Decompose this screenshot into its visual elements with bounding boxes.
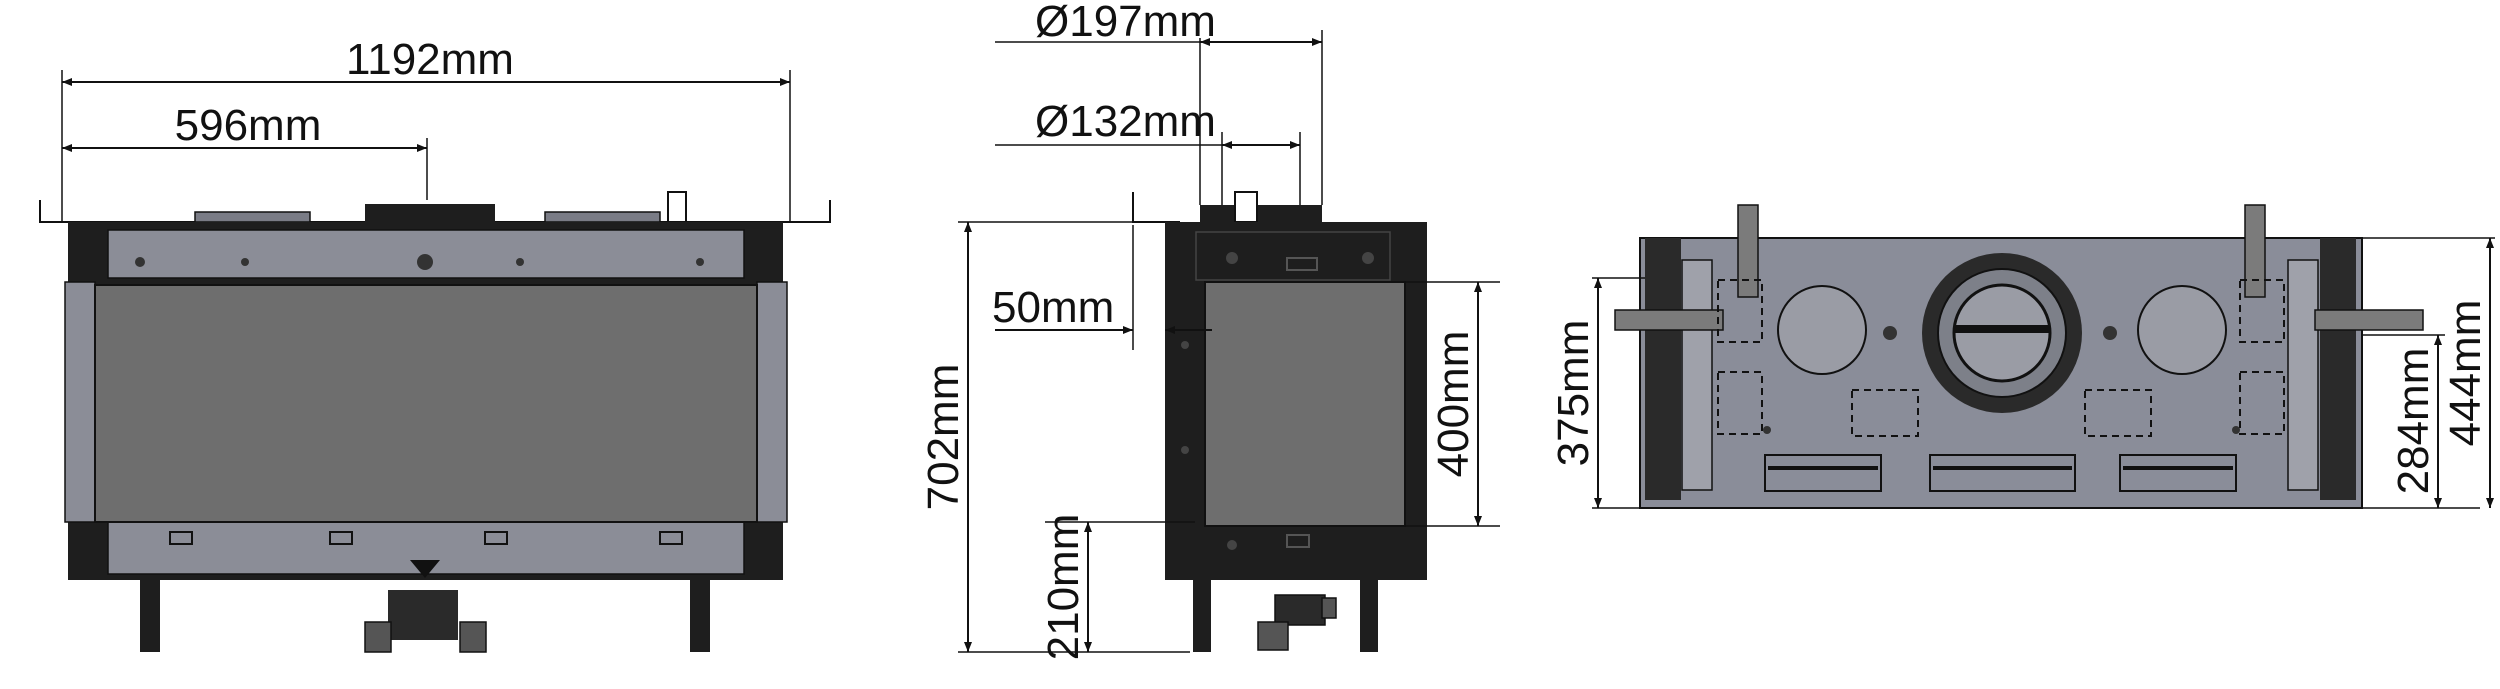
dim-inner-depth: 284mm (2389, 348, 2438, 495)
top-flue-bar (1955, 325, 2049, 333)
front-leg-left (140, 580, 160, 652)
front-leg-right (690, 580, 710, 652)
front-side-right (756, 281, 788, 523)
dim-overall-width: 1192mm (346, 35, 514, 84)
side-fixings (1181, 252, 1374, 550)
side-glass (1204, 281, 1406, 527)
front-lower-indicator (410, 560, 440, 578)
front-top-clip (667, 191, 687, 223)
top-inner-rail-right (2287, 259, 2319, 491)
side-gas-block (1274, 594, 1326, 626)
side-upper-panel (1195, 231, 1391, 281)
top-bracket-right (2314, 309, 2424, 331)
side-flue-collar (1200, 205, 1322, 222)
dim-base-to-glass: 210mm (1039, 514, 1088, 661)
front-top-cover-right (544, 211, 661, 223)
top-inner-rail-left (1681, 259, 1713, 491)
front-flue-collar (365, 204, 495, 222)
dim-centre-distance: 596mm (175, 101, 322, 150)
front-view: 1192mm 596mm (39, 35, 831, 653)
dim-glass-height: 400mm (1429, 331, 1478, 478)
front-lower-slots (169, 531, 683, 545)
top-side-block-left (1645, 238, 1681, 500)
front-gas-valve-left (364, 621, 392, 653)
front-gas-block (388, 590, 458, 640)
side-bracket (1132, 192, 1180, 223)
dim-outer-flue-diameter: Ø197mm (1035, 0, 1216, 46)
top-burner-strips (1764, 454, 2237, 492)
side-gas-valve (1257, 621, 1289, 651)
dim-overall-depth: 444mm (2441, 300, 2490, 447)
dim-overall-height: 702mm (919, 364, 968, 511)
top-side-block-right (2320, 238, 2356, 500)
front-gas-valve-right (459, 621, 487, 653)
top-dashed-boxes (1717, 279, 2285, 437)
side-gas-outlet (1321, 597, 1337, 619)
dim-inner-flue-diameter: Ø132mm (1035, 97, 1216, 146)
top-bracket-left (1614, 309, 1724, 331)
side-top-clip (1234, 191, 1258, 223)
dim-rear-offset: 50mm (992, 283, 1114, 332)
front-side-left (64, 281, 96, 523)
top-vbracket-left (1737, 204, 1759, 298)
side-leg-right (1360, 580, 1378, 652)
side-lower-slot (1286, 534, 1310, 548)
top-hole-right (2137, 285, 2227, 375)
dim-left-depth: 375mm (1549, 320, 1598, 467)
side-leg-left (1193, 580, 1211, 652)
front-upper-fixings (135, 254, 704, 270)
top-fixings (1763, 326, 2240, 434)
side-upper-slot (1286, 257, 1318, 271)
front-top-cover-left (194, 211, 311, 223)
top-vbracket-right (2244, 204, 2266, 298)
top-view: 375mm 284mm 444mm (1549, 204, 2495, 509)
side-view: Ø197mm Ø132mm 50mm 702mm 210mm 400mm (919, 0, 1500, 660)
front-glass (94, 284, 758, 523)
top-hole-left (1777, 285, 1867, 375)
front-upper-panel (107, 229, 745, 279)
